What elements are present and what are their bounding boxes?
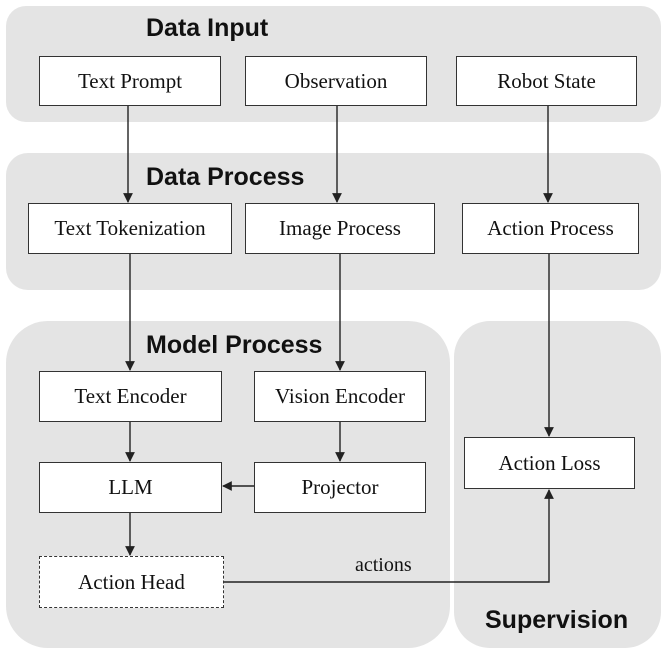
data-input-title: Data Input (146, 14, 269, 42)
image-process-node: Image Process (245, 203, 435, 254)
data-process-title: Data Process (146, 163, 305, 191)
text-tokenization-node: Text Tokenization (28, 203, 232, 254)
arrow-action-head-to-action-loss (224, 489, 554, 583)
projector-node: Projector (254, 462, 426, 513)
vision-encoder-node: Vision Encoder (254, 371, 426, 422)
supervision-title: Supervision (485, 606, 629, 634)
actions-edge-label: actions (355, 554, 412, 576)
model-process-title: Model Process (146, 331, 323, 359)
action-loss-node: Action Loss (464, 437, 635, 489)
text-encoder-node: Text Encoder (39, 371, 222, 422)
text-prompt-node: Text Prompt (39, 56, 221, 106)
observation-node: Observation (245, 56, 427, 106)
robot-state-node: Robot State (456, 56, 637, 106)
action-head-node: Action Head (39, 556, 224, 608)
llm-node: LLM (39, 462, 222, 513)
action-process-node: Action Process (462, 203, 639, 254)
